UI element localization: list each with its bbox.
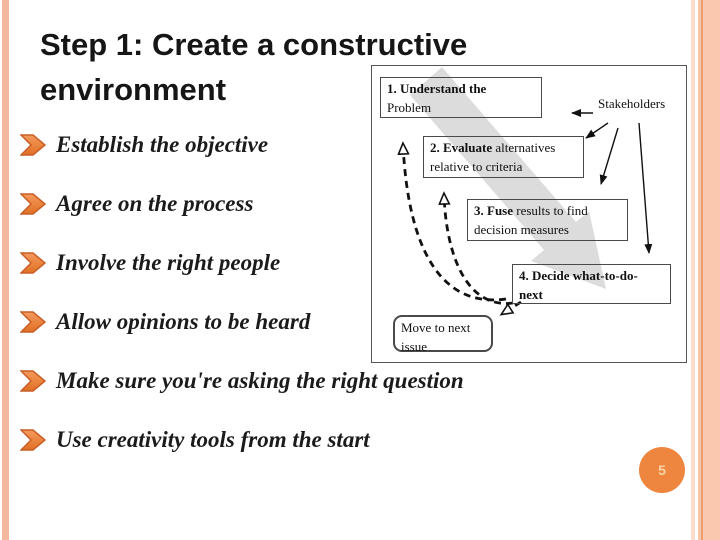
slide-title: Step 1: Create a constructive environment <box>40 22 560 112</box>
diagram-box-evaluate: 2. Evaluate alternatives relative to crit… <box>423 136 584 178</box>
arrow-stakeholders-to-box3 <box>599 127 619 185</box>
chevron-right-icon <box>20 134 46 156</box>
left-border-stripe <box>2 0 9 540</box>
dashed-arrow-to-move-next <box>502 300 522 314</box>
dashed-feedback-to-box2 <box>444 194 514 305</box>
box3-line1-rest: results to find <box>513 203 588 218</box>
bullet-item: Establish the objective <box>20 130 580 160</box>
movebox-line1: Move to next <box>401 320 471 335</box>
right-stripe-salmon <box>698 0 701 540</box>
bullet-item: Involve the right people <box>20 248 580 278</box>
box1-line2: Problem <box>387 99 432 115</box>
bullet-text: Establish the objective <box>56 132 269 157</box>
bullet-item: Use creativity tools from the start <box>20 425 580 455</box>
box4-line2: next <box>519 286 543 302</box>
bullet-text: Make sure you're asking the right questi… <box>56 368 464 393</box>
chevron-right-icon <box>20 370 46 392</box>
chevron-right-icon <box>20 429 46 451</box>
box2-line1-rest: alternatives <box>492 140 556 155</box>
diagram-box-move-next: Move to next issue <box>393 315 493 354</box>
box4-line1: 4. Decide what-to-do- <box>519 268 638 283</box>
arrow-stakeholders-to-box2 <box>585 122 609 139</box>
page-number-badge: 5 <box>639 447 685 493</box>
chevron-right-icon <box>20 311 46 333</box>
bullet-text: Agree on the process <box>56 191 254 216</box>
bullet-item: Allow opinions to be heard <box>20 307 580 337</box>
diagram-box-fuse: 3. Fuse results to find decision measures <box>467 199 628 241</box>
right-stripe-gap <box>695 0 698 540</box>
box2-line2: relative to criteria <box>430 158 523 174</box>
right-border-stripes <box>690 0 720 540</box>
slide-title-line2: environment <box>40 72 227 107</box>
page-number: 5 <box>658 462 666 478</box>
bullet-text: Allow opinions to be heard <box>56 309 311 334</box>
bullet-item: Make sure you're asking the right questi… <box>20 366 580 396</box>
movebox-line2: issue <box>401 338 427 354</box>
box3-line1: 3. Fuse <box>474 203 513 218</box>
background-flow-arrow <box>410 67 606 289</box>
diagram-arrows-layer <box>372 67 653 361</box>
slide-title-line1: Step 1: Create a constructive <box>40 27 468 62</box>
right-stripe-accent-line <box>701 0 703 540</box>
chevron-right-icon <box>20 252 46 274</box>
bullet-item: Agree on the process <box>20 189 580 219</box>
box3-line2: decision measures <box>474 221 569 237</box>
chevron-right-icon <box>20 193 46 215</box>
box1-line1: 1. Understand the <box>387 81 487 96</box>
box2-line1: 2. Evaluate <box>430 140 493 155</box>
dashed-feedback-to-box1 <box>403 144 507 302</box>
diagram-box-decide: 4. Decide what-to-do-next <box>512 264 671 304</box>
right-stripe-light <box>691 0 695 540</box>
stakeholders-label: Stakeholders <box>598 96 666 111</box>
right-stripe-wide <box>703 0 720 540</box>
bullet-text: Involve the right people <box>56 250 281 275</box>
arrow-stakeholders-to-box4 <box>638 122 653 254</box>
bullet-list: Establish the objective Agree on the pro… <box>20 130 580 484</box>
bullet-text: Use creativity tools from the start <box>56 427 370 452</box>
